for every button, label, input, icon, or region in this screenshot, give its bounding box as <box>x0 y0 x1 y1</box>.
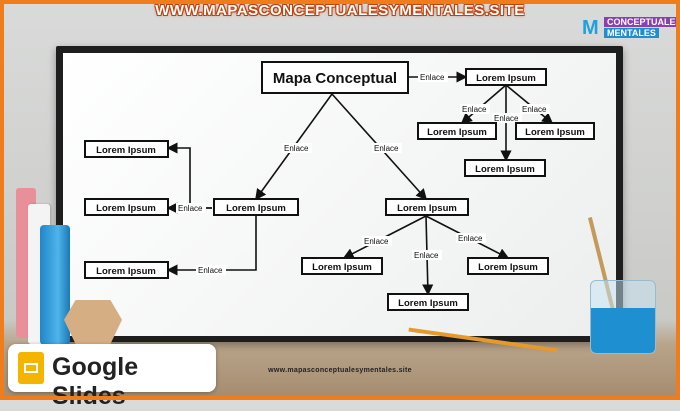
node-far-left-top: Lorem Ipsum <box>84 140 169 158</box>
svg-text:Lorem Ipsum: Lorem Ipsum <box>96 266 156 277</box>
google-slides-label: Google Slides <box>52 353 139 410</box>
node-mid-left: Lorem Ipsum <box>213 198 299 216</box>
node-top-right-bottom: Lorem Ipsum <box>464 159 546 177</box>
svg-text:Enlace: Enlace <box>364 237 389 246</box>
svg-text:Enlace: Enlace <box>374 144 399 153</box>
svg-text:Enlace: Enlace <box>414 251 439 260</box>
edge-label-6: Enlace <box>492 113 522 123</box>
edge-label-10: Enlace <box>456 233 486 243</box>
svg-text:Mapa Conceptual: Mapa Conceptual <box>273 70 397 87</box>
svg-text:Lorem Ipsum: Lorem Ipsum <box>96 203 156 214</box>
edge-label-7: Enlace <box>176 203 206 213</box>
concept-map: Enlace Enlace Enlace Enlace Enlace Enlac… <box>84 61 595 311</box>
footer-url: www.mapasconceptualesymentales.site <box>268 367 412 374</box>
water-jar-decoration <box>590 280 656 354</box>
slides-icon <box>18 352 44 384</box>
node-mid-right: Lorem Ipsum <box>385 198 469 216</box>
node-mid-right-right: Lorem Ipsum <box>467 257 549 275</box>
edge-label-2: Enlace <box>282 143 312 153</box>
edge-midleft-to-top-left <box>166 142 212 209</box>
svg-text:Enlace: Enlace <box>462 105 487 114</box>
node-root: Mapa Conceptual <box>261 61 409 94</box>
svg-text:Enlace: Enlace <box>284 144 309 153</box>
blue-roll-decoration <box>40 225 70 345</box>
edge-label-3: Enlace <box>372 143 402 153</box>
svg-text:Lorem Ipsum: Lorem Ipsum <box>96 145 156 156</box>
svg-text:Lorem Ipsum: Lorem Ipsum <box>476 73 536 84</box>
site-logo: M CONCEPTUALES MENTALES <box>582 17 680 39</box>
svg-text:Lorem Ipsum: Lorem Ipsum <box>427 127 487 138</box>
svg-text:Lorem Ipsum: Lorem Ipsum <box>525 127 585 138</box>
edge-label-4: Enlace <box>460 104 490 114</box>
google-slides-badge: Google Slides <box>8 344 216 410</box>
logo-line-2: MENTALES <box>604 28 659 38</box>
svg-text:Lorem Ipsum: Lorem Ipsum <box>226 203 286 214</box>
svg-text:Enlace: Enlace <box>178 204 203 213</box>
node-top-right-left: Lorem Ipsum <box>417 122 497 140</box>
edge-label-5: Enlace <box>520 104 550 114</box>
node-far-left-mid: Lorem Ipsum <box>84 198 169 216</box>
edge-label-9: Enlace <box>362 236 392 246</box>
node-mid-right-bottom: Lorem Ipsum <box>387 293 469 311</box>
svg-text:Enlace: Enlace <box>420 73 445 82</box>
svg-text:Lorem Ipsum: Lorem Ipsum <box>312 262 372 273</box>
svg-text:Lorem Ipsum: Lorem Ipsum <box>475 164 535 175</box>
svg-text:Enlace: Enlace <box>522 105 547 114</box>
svg-text:Lorem Ipsum: Lorem Ipsum <box>397 203 457 214</box>
site-url-banner: WWW.MAPASCONCEPTUALESYMENTALES.SITE <box>155 2 525 19</box>
edge-label-11: Enlace <box>412 250 442 260</box>
node-top-right-right: Lorem Ipsum <box>515 122 595 140</box>
logo-mark: M <box>582 17 599 39</box>
logo-line-1: CONCEPTUALES <box>604 17 680 27</box>
edge-label-1: Enlace <box>418 72 448 82</box>
edge-label-8: Enlace <box>196 265 226 275</box>
node-far-left-bottom: Lorem Ipsum <box>84 261 169 279</box>
svg-text:Enlace: Enlace <box>198 266 223 275</box>
edge-midleft-to-bottom-left <box>166 216 257 276</box>
svg-text:Enlace: Enlace <box>494 114 519 123</box>
node-top-right: Lorem Ipsum <box>465 68 547 86</box>
svg-text:Lorem Ipsum: Lorem Ipsum <box>478 262 538 273</box>
svg-text:Enlace: Enlace <box>458 234 483 243</box>
wooden-shape-decoration <box>64 300 122 344</box>
svg-text:Lorem Ipsum: Lorem Ipsum <box>398 298 458 309</box>
node-mid-right-left: Lorem Ipsum <box>301 257 383 275</box>
